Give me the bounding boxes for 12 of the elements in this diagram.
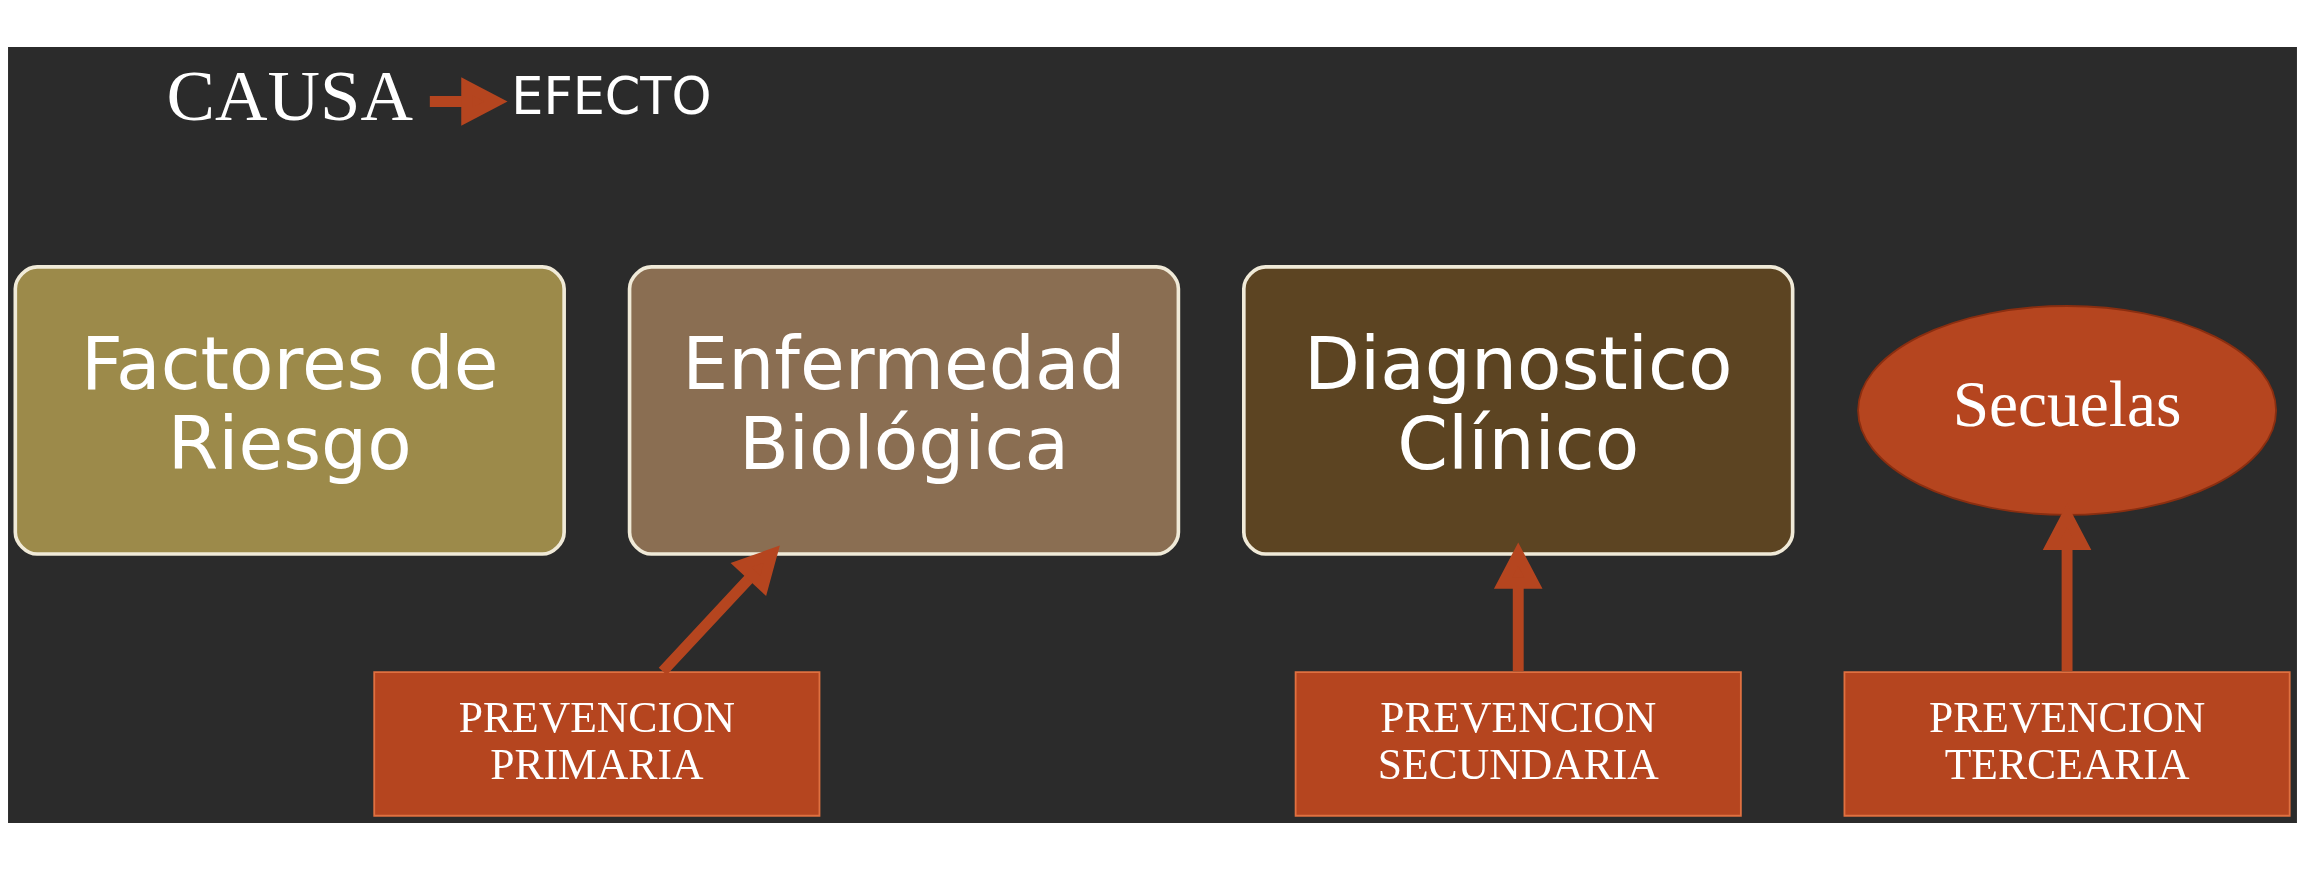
node-text: CAUSA xyxy=(166,54,413,136)
node-box: PREVENCION TERCEARIA xyxy=(1843,671,2291,817)
node-box: Enfermedad Biológica xyxy=(627,265,1181,556)
node-box: Factores de Riesgo xyxy=(13,265,566,556)
arrow xyxy=(429,77,508,126)
node-box: PREVENCION PRIMARIA xyxy=(373,671,821,817)
node-box: PREVENCION SECUNDARIA xyxy=(1294,671,1742,817)
node-text: EFECTO xyxy=(511,67,712,127)
node-ellipse: Secuelas xyxy=(1857,305,2277,516)
arrow xyxy=(1493,542,1543,672)
arrow xyxy=(658,545,780,676)
node-box: Diagnostico Clínico xyxy=(1242,265,1795,556)
